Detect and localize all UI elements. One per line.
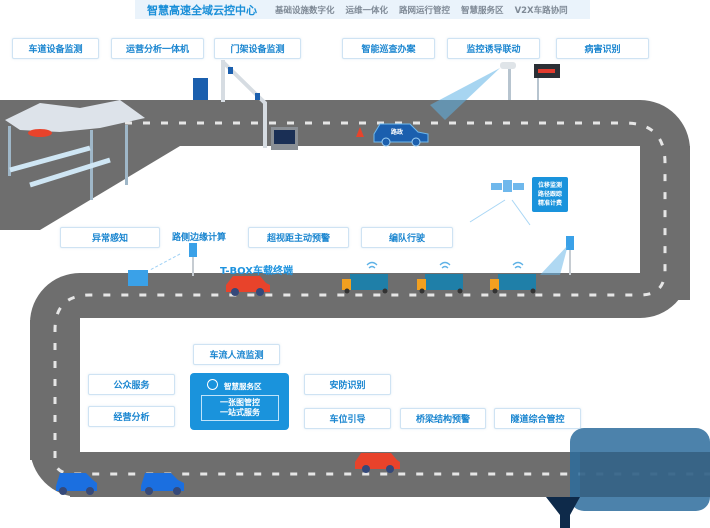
edge-antenna: [128, 243, 197, 286]
label-public-service[interactable]: 公众服务: [88, 374, 175, 395]
label-tbox: T-BOX车载终端: [220, 266, 293, 277]
label-ops-analysis[interactable]: 运营分析一体机: [111, 38, 204, 59]
police-car-label: 路政: [391, 129, 404, 136]
nav-item-v2x[interactable]: V2X车路协同: [514, 5, 568, 16]
label-gantry-monitor[interactable]: 门架设备监测: [214, 38, 301, 59]
page-title: 智慧高速全域云控中心: [147, 3, 257, 17]
blue-car-1: [56, 473, 97, 495]
label-traffic-monitor[interactable]: 车流人流监测: [193, 344, 280, 365]
gps-line-tracking: 路径跟踪: [537, 191, 562, 198]
satellite-icon: [469, 180, 531, 226]
gps-functions-box: 位移监测 路径跟踪 精准计费: [532, 177, 568, 212]
label-security[interactable]: 安防识别: [304, 374, 391, 395]
camera-pole: [430, 62, 560, 120]
smart-service-area-hub[interactable]: 智慧服务区 一张图管控 一站式服务: [190, 373, 289, 430]
label-bvr-warning[interactable]: 超视距主动预警: [248, 227, 349, 248]
toll-plaza: [5, 100, 145, 200]
label-edge-computing: 路侧边缘计算: [172, 233, 227, 243]
nav-item-network-control[interactable]: 路网运行管控: [399, 5, 451, 16]
police-car: [356, 123, 429, 147]
gps-line-billing: 精准计费: [537, 200, 562, 207]
label-platoon-driving[interactable]: 编队行驶: [361, 227, 453, 248]
hub-title: 智慧服务区: [224, 382, 262, 391]
label-bridge-warning[interactable]: 桥梁结构预警: [400, 408, 486, 429]
red-car-tbox: [226, 276, 270, 296]
location-pin-icon: [207, 379, 218, 390]
header-bar: 智慧高速全域云控中心 基础设施数字化 运维一体化 路网运行管控 智慧服务区 V2…: [135, 0, 590, 19]
label-parking-guidance[interactable]: 车位引导: [304, 408, 391, 429]
gantry: [193, 60, 298, 150]
hub-line-1: 一张图管控: [220, 398, 260, 407]
trucks: [342, 261, 536, 294]
tunnel: [546, 428, 710, 528]
label-business-analysis[interactable]: 经营分析: [88, 406, 175, 427]
label-monitor-guidance[interactable]: 监控诱导联动: [447, 38, 540, 59]
roadside-unit-right: [540, 236, 574, 275]
nav-item-operations[interactable]: 运维一体化: [345, 5, 389, 16]
gps-line-displacement: 位移监测: [537, 182, 562, 189]
label-anomaly-detection[interactable]: 异常感知: [60, 227, 160, 248]
hub-subtitle-box: 一张图管控 一站式服务: [201, 395, 279, 421]
hub-line-2: 一站式服务: [220, 408, 260, 417]
blue-car-2: [141, 473, 184, 495]
nav-item-infrastructure[interactable]: 基础设施数字化: [275, 5, 335, 16]
label-lane-device-monitor[interactable]: 车道设备监测: [12, 38, 99, 59]
red-car-bottom: [355, 453, 400, 473]
label-smart-patrol[interactable]: 智能巡查办案: [342, 38, 435, 59]
nav-item-service-area[interactable]: 智慧服务区: [461, 5, 504, 16]
label-defect-recognition[interactable]: 病害识别: [556, 38, 649, 59]
label-tunnel-control[interactable]: 隧道综合管控: [494, 408, 581, 429]
